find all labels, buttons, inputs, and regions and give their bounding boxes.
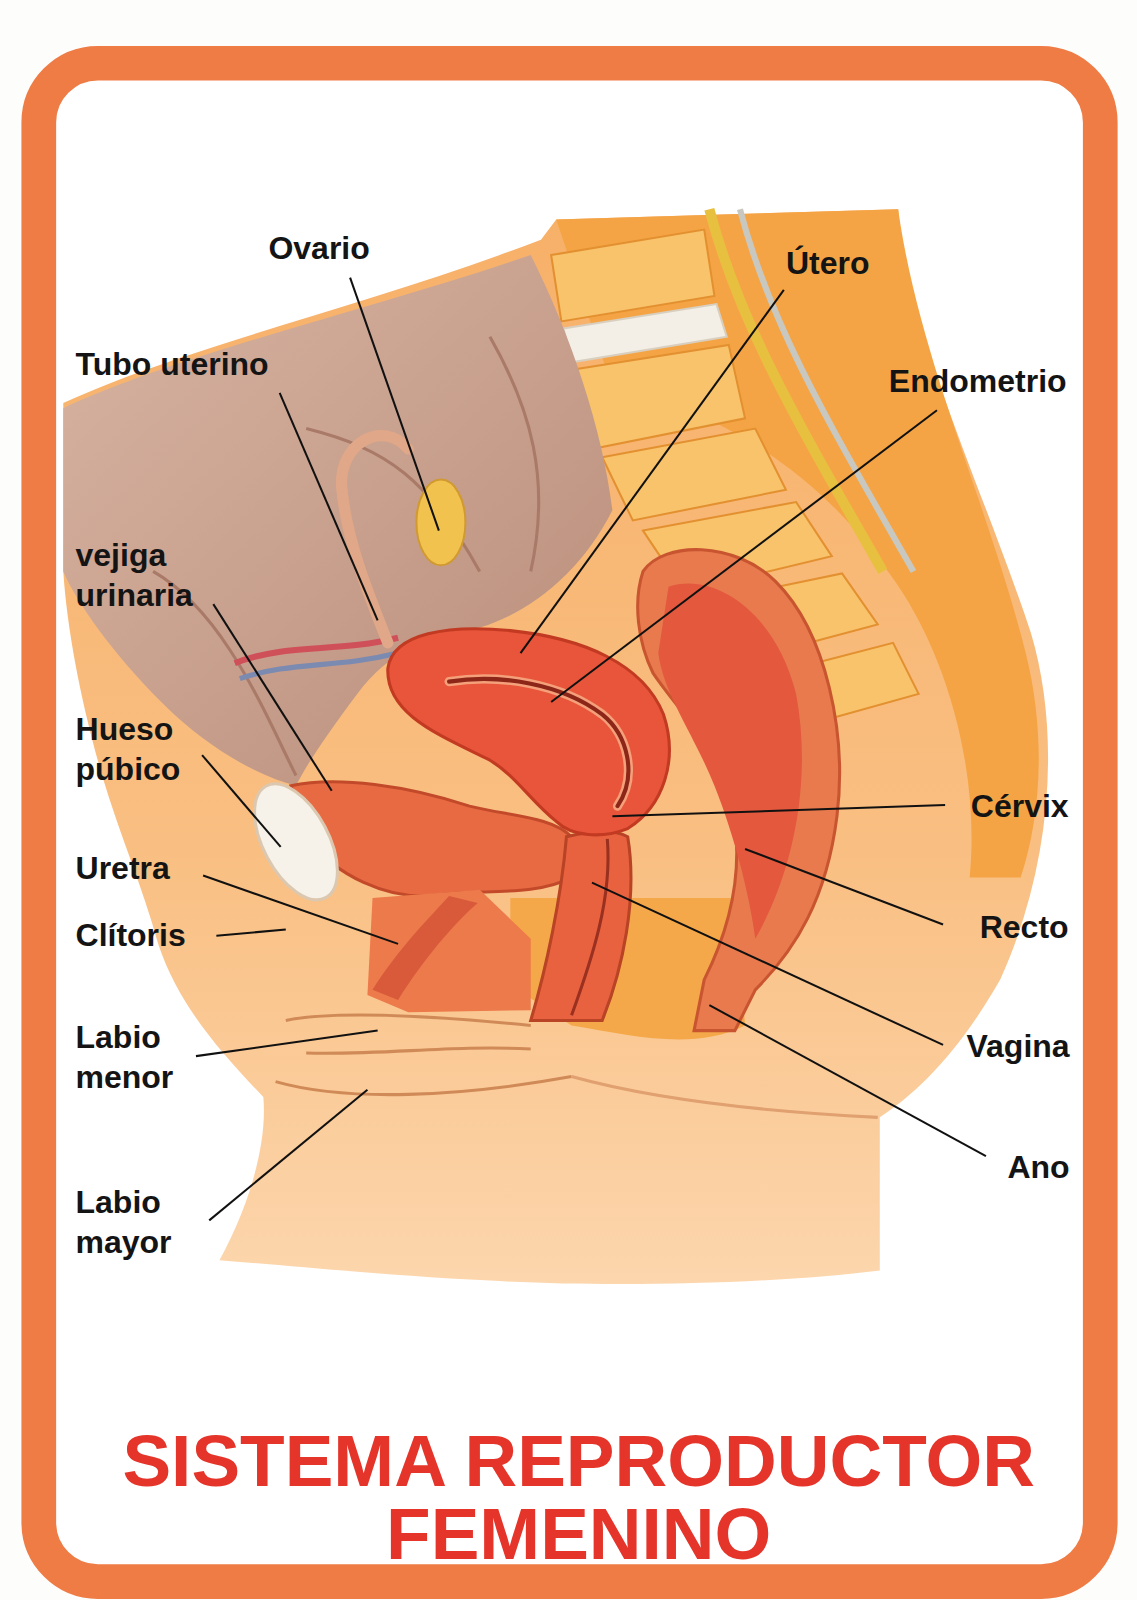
part-label: Hueso púbico [76,709,241,789]
sacrum-block [602,429,786,521]
rectum-lumen [658,584,802,939]
thigh-fold [572,1077,878,1118]
vaginal-canal [572,839,609,1016]
part-label: Cérvix [971,786,1069,826]
leader-line [350,278,439,531]
leader-line [216,930,285,936]
part-label: Labio menor [76,1017,241,1097]
leader-lines [196,278,986,1221]
sacrum-block [574,345,745,449]
leader-line [709,1005,986,1156]
vestibule-tissue [367,890,530,1012]
part-label: Labio mayor [76,1182,241,1262]
leader-line [209,1090,367,1221]
part-label: Tubo uterino [76,344,269,384]
leader-line [551,410,937,702]
page-title: SISTEMA REPRODUCTOR FEMENINO [79,1424,1079,1570]
leader-line [612,805,945,816]
leader-line [203,876,398,944]
pubic-bone [237,771,354,913]
part-label: Vagina [966,1026,1069,1066]
labium-fold [306,1048,531,1053]
part-label: Uretra [76,848,170,888]
labium-fold [276,1077,572,1095]
part-label: vejiga urinaria [76,535,241,615]
card-frame [39,63,1100,1581]
peritoneum-fold [490,337,539,572]
leader-line [196,1031,378,1057]
part-label: Ovario [268,228,369,268]
part-label: Endometrio [889,361,1067,401]
leader-line [213,604,331,791]
leader-line [592,883,943,1045]
part-label: Útero [786,243,870,283]
rectum-wall [638,550,840,1031]
uterus [388,629,670,835]
peritoneum-fold [306,429,480,572]
part-label: Recto [980,907,1069,947]
leader-line [745,849,943,925]
leader-line [280,393,378,621]
part-label: Clítoris [76,915,186,955]
endometrium [449,679,628,806]
vagina [531,832,631,1021]
ovary [416,480,465,566]
leader-line [202,755,281,847]
part-label: Ano [1007,1147,1069,1187]
leader-line [521,290,784,653]
vein [240,653,398,679]
labium-fold [286,1015,531,1026]
spinal-membrane [740,209,914,571]
endometrium [449,679,628,806]
urethra [373,896,478,1000]
